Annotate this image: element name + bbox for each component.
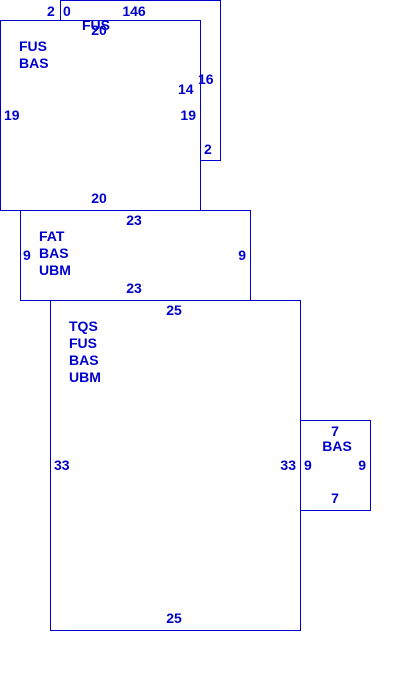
room-1-code: FUS [82, 17, 110, 33]
room-3-code-1: FAT [39, 228, 65, 244]
room-2-code-1: FUS [19, 38, 47, 54]
room-4-top-dimension: 25 [166, 302, 182, 318]
room-1-left-dimension: 0 [63, 3, 71, 19]
room-3-codes: FAT BAS UBM [39, 228, 71, 279]
room-3-left-dimension: 9 [23, 247, 31, 263]
room-3-code-2: BAS [39, 245, 69, 261]
room-4-code-3: BAS [69, 352, 99, 368]
room-1-bottom-dimension: 2 [204, 141, 212, 157]
room-2-right-upper-dimension: 14 [178, 81, 194, 97]
room-4-right-dimension: 33 [280, 457, 296, 473]
room-5-right-dimension: 9 [358, 457, 366, 473]
room-1-right-dimension: 16 [198, 71, 214, 87]
room-2-top-left-dimension: 2 [47, 3, 55, 19]
room-2-bottom-dimension: 20 [91, 190, 107, 206]
room-2-right-dimension: 19 [180, 107, 196, 123]
room-4-left-dimension: 33 [54, 457, 70, 473]
room-2-top-dimension: 20 [91, 22, 107, 38]
room-5 [300, 420, 371, 511]
room-4-code-2: FUS [69, 335, 97, 351]
room-1-top-dimension: 146 [122, 3, 146, 19]
room-2-left-dimension: 19 [4, 107, 20, 123]
room-2 [0, 20, 201, 211]
room-4 [50, 300, 301, 631]
room-5-top-dimension: 7 [331, 423, 339, 439]
room-4-code-1: TQS [69, 318, 98, 334]
room-3-bottom-dimension: 23 [126, 280, 142, 296]
room-4-code-4: UBM [69, 369, 101, 385]
room-4-codes: TQS FUS BAS UBM [69, 318, 101, 386]
room-5-left-dimension: 9 [304, 457, 312, 473]
room-5-code: BAS [322, 438, 352, 454]
room-2-codes: FUS BAS [19, 38, 49, 72]
room-4-bottom-dimension: 25 [166, 610, 182, 626]
room-5-bottom-dimension: 7 [331, 490, 339, 506]
room-3-right-dimension: 9 [238, 247, 246, 263]
room-3-code-3: UBM [39, 262, 71, 278]
room-3-top-dimension: 23 [126, 212, 142, 228]
room-2-code-2: BAS [19, 55, 49, 71]
